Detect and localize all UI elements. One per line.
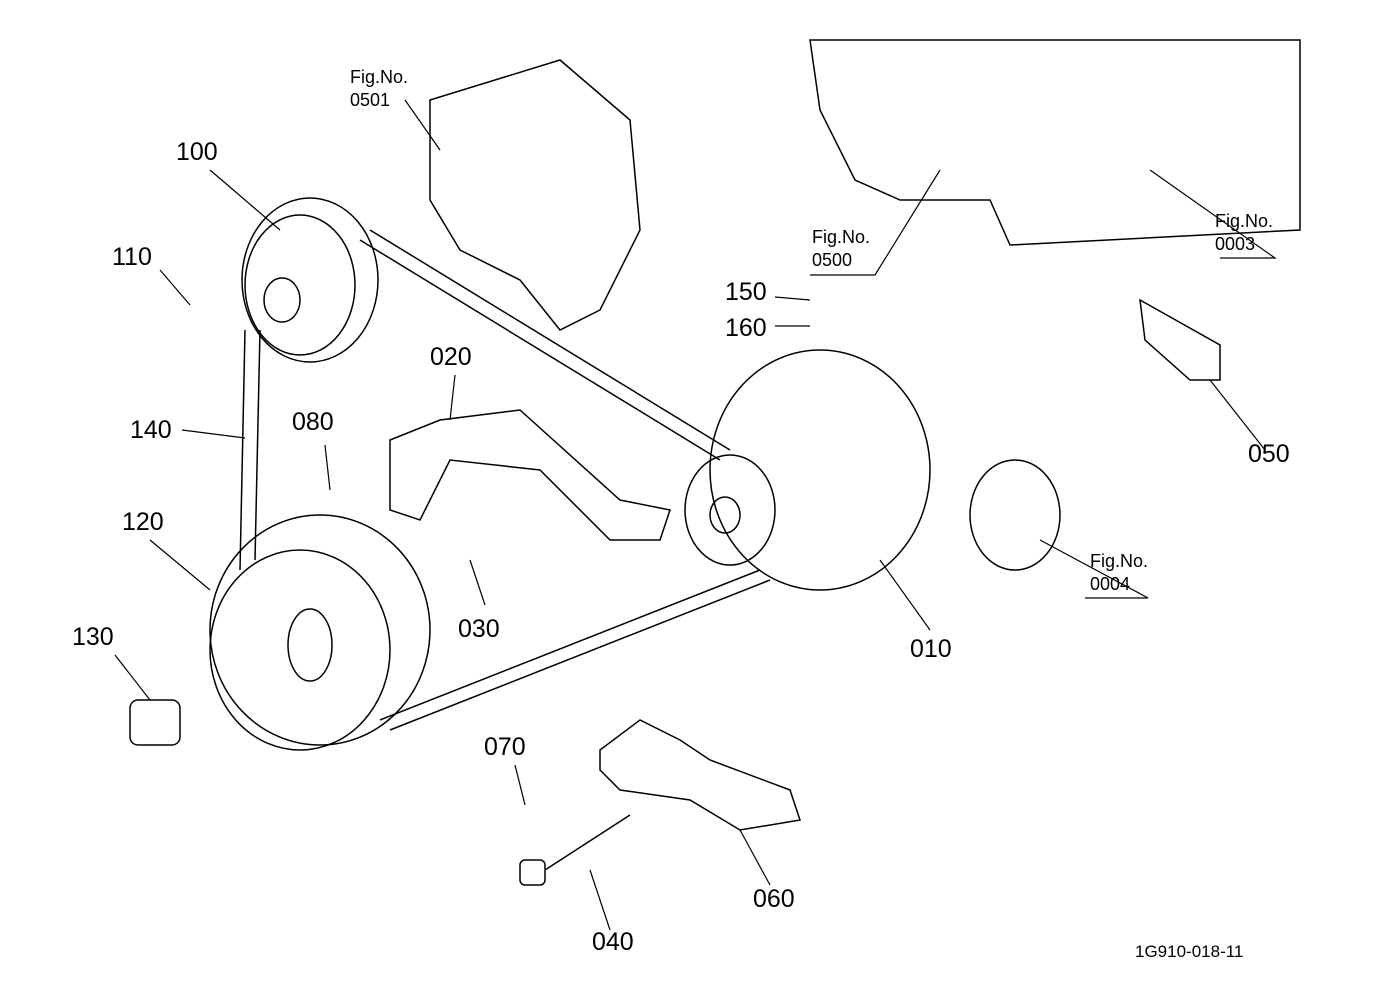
crank-pulley bbox=[209, 514, 431, 751]
oil-pump bbox=[969, 459, 1061, 571]
part-label: 050 bbox=[1248, 440, 1290, 468]
part-label: 080 bbox=[292, 408, 334, 436]
engine-block bbox=[809, 39, 1301, 246]
bolt-130 bbox=[129, 699, 181, 746]
part-label: 110 bbox=[112, 243, 152, 271]
stay-bracket bbox=[1139, 298, 1221, 381]
fan-pulley bbox=[241, 197, 379, 363]
alternator bbox=[684, 349, 931, 591]
part-label: 030 bbox=[458, 615, 500, 643]
part-label: 130 bbox=[72, 623, 114, 651]
part-label: 120 bbox=[122, 508, 164, 536]
bracket bbox=[389, 409, 671, 541]
figure-ref: Fig.No.0004 bbox=[1090, 551, 1149, 595]
figure-ref: Fig.No.0500 bbox=[812, 227, 871, 271]
lower-bracket bbox=[599, 719, 801, 831]
part-label: 160 bbox=[725, 314, 767, 342]
bolt-040 bbox=[519, 859, 546, 886]
water-pump bbox=[429, 59, 641, 331]
drawing-code: 1G910-018-11 bbox=[1135, 942, 1244, 961]
part-label: 100 bbox=[176, 138, 218, 166]
figure-ref: Fig.No.0003 bbox=[1215, 211, 1274, 255]
part-label: 040 bbox=[592, 928, 634, 956]
part-label: 060 bbox=[753, 885, 795, 913]
part-label: 070 bbox=[484, 733, 526, 761]
part-label: 020 bbox=[430, 343, 472, 371]
v-belt bbox=[239, 229, 771, 731]
leader-lines bbox=[114, 99, 1277, 931]
figure-ref: Fig.No.0501 bbox=[350, 67, 409, 111]
part-label: 150 bbox=[725, 278, 767, 306]
part-label: 010 bbox=[910, 635, 952, 663]
part-label: 140 bbox=[130, 416, 172, 444]
